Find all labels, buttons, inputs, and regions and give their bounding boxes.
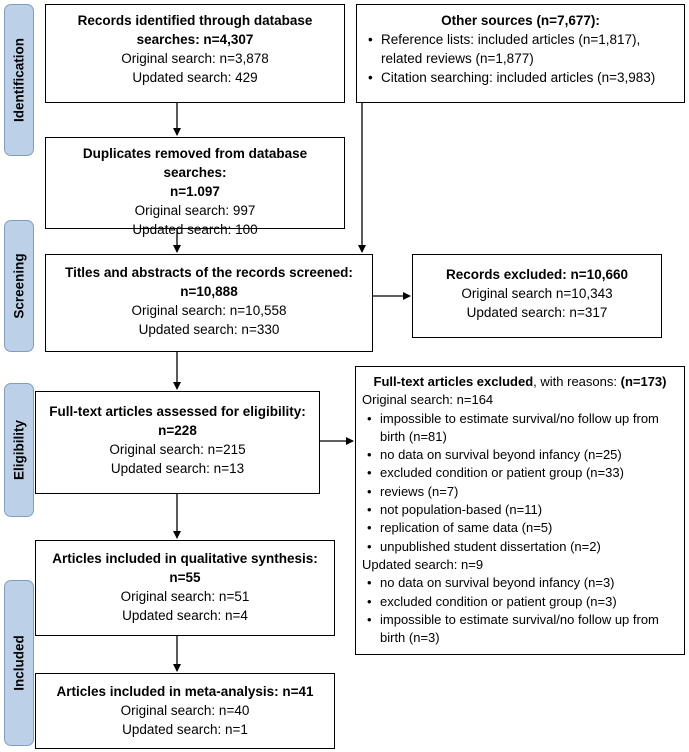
- list-item: reviews (n=7): [362, 483, 678, 502]
- fulltext-excluded-box: Full-text articles excluded, with reason…: [355, 366, 685, 655]
- meta-original: Original search: n=40: [120, 703, 250, 718]
- qualitative-original: Original search: n=51: [120, 589, 250, 604]
- meta-box: Articles included in meta-analysis: n=41…: [35, 673, 335, 749]
- list-item: not population-based (n=11): [362, 501, 678, 520]
- duplicates-original: Original search: 997: [134, 203, 256, 218]
- screened-box: Titles and abstracts of the records scre…: [45, 254, 373, 352]
- stage-screening: Screening: [4, 220, 34, 352]
- list-item: Reference lists: included articles (n=1,…: [363, 30, 678, 68]
- list-item: Citation searching: included articles (n…: [363, 68, 678, 87]
- fulltext-assessed-box: Full-text articles assessed for eligibil…: [35, 391, 320, 494]
- fulltext-excluded-title-bold: Full-text articles excluded: [373, 374, 534, 389]
- qualitative-updated: Updated search: n=4: [122, 608, 248, 623]
- fulltext-excluded-original-heading: Original search: n=164: [362, 392, 494, 408]
- list-item: replication of same data (n=5): [362, 519, 678, 538]
- stage-included: Included: [4, 580, 34, 746]
- db-search-title: Records identified through database sear…: [77, 13, 313, 47]
- list-item: impossible to estimate survival/no follo…: [362, 611, 678, 648]
- screened-count: n=10,888: [180, 284, 238, 299]
- db-search-updated: Updated search: 429: [132, 70, 258, 85]
- duplicates-title: Duplicates removed from database searche…: [82, 146, 308, 180]
- other-sources-list: Reference lists: included articles (n=1,…: [363, 30, 678, 87]
- fulltext-excluded-updated-heading: Updated search: n=9: [362, 556, 484, 572]
- db-search-original: Original search: n=3,878: [121, 51, 269, 66]
- records-excluded-updated: Updated search: n=317: [466, 305, 608, 320]
- fulltext-assessed-title: Full-text articles assessed for eligibil…: [49, 404, 306, 419]
- fulltext-excluded-original-list: impossible to estimate survival/no follo…: [362, 410, 678, 557]
- records-excluded-title: Records excluded: n=10,660: [446, 267, 628, 282]
- list-item: excluded condition or patient group (n=3…: [362, 593, 678, 612]
- fulltext-excluded-updated-list: no data on survival beyond infancy (n=3)…: [362, 574, 678, 647]
- records-excluded-original: Original search n=10,343: [461, 286, 613, 301]
- stage-identification: Identification: [4, 4, 34, 156]
- records-excluded-box: Records excluded: n=10,660 Original sear…: [412, 254, 662, 338]
- fulltext-assessed-updated: Updated search: n=13: [110, 461, 245, 476]
- qualitative-box: Articles included in qualitative synthes…: [35, 540, 335, 636]
- meta-title: Articles included in meta-analysis: n=41: [56, 684, 314, 699]
- list-item: unpublished student dissertation (n=2): [362, 538, 678, 557]
- db-search-box: Records identified through database sear…: [45, 4, 345, 103]
- other-sources-title: Other sources (n=7,677):: [441, 13, 600, 28]
- screened-title: Titles and abstracts of the records scre…: [65, 265, 353, 280]
- list-item: no data on survival beyond infancy (n=3): [362, 574, 678, 593]
- qualitative-title: Articles included in qualitative synthes…: [52, 551, 318, 566]
- fulltext-assessed-original: Original search: n=215: [109, 442, 246, 457]
- fulltext-excluded-count: (n=173): [620, 374, 667, 389]
- screened-original: Original search: n=10,558: [131, 303, 287, 318]
- fulltext-excluded-title-rest: , with reasons:: [533, 374, 621, 389]
- list-item: impossible to estimate survival/no follo…: [362, 410, 678, 447]
- duplicates-count: n=1.097: [170, 184, 220, 199]
- duplicates-box: Duplicates removed from database searche…: [45, 137, 345, 237]
- stage-eligibility: Eligibility: [4, 383, 34, 517]
- qualitative-count: n=55: [169, 570, 201, 585]
- fulltext-excluded-title: Full-text articles excluded, with reason…: [362, 373, 678, 391]
- list-item: excluded condition or patient group (n=3…: [362, 464, 678, 483]
- screened-updated: Updated search: n=330: [138, 322, 280, 337]
- fulltext-assessed-count: n=228: [158, 423, 197, 438]
- meta-updated: Updated search: n=1: [122, 722, 248, 737]
- duplicates-updated: Updated search: 100: [132, 222, 258, 237]
- other-sources-box: Other sources (n=7,677): Reference lists…: [356, 4, 685, 103]
- list-item: no data on survival beyond infancy (n=25…: [362, 446, 678, 465]
